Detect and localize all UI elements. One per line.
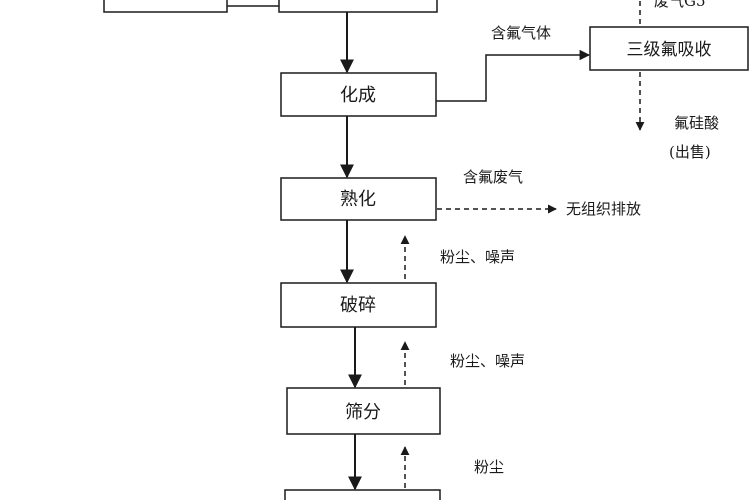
box-posui: [280, 282, 437, 328]
box-bottom-cropped: [284, 489, 441, 504]
box-posui-label: 破碎: [340, 295, 376, 316]
label-exhaust-g5: 废气G5: [654, 0, 706, 10]
box-shaifen-label: 筛分: [345, 402, 381, 423]
box-shuhua: [280, 177, 437, 221]
label-fluorine-waste-gas: 含氟废气: [463, 168, 523, 186]
top-left-box: [103, 0, 228, 13]
box-huacheng-label: 化成: [340, 85, 376, 106]
label-dust-noise-1: 粉尘、噪声: [440, 248, 515, 266]
box-shuhua-label: 熟化: [340, 189, 376, 210]
top-center-box: [278, 0, 438, 13]
label-fluorine-gas: 含氟气体: [491, 24, 551, 42]
fluorine-gas-line: [436, 49, 591, 102]
label-unorganized-emission: 无组织排放: [566, 200, 641, 218]
box-huacheng: [280, 72, 437, 117]
label-for-sale: (出售): [669, 143, 711, 161]
box-absorb-label: 三级氟吸收: [627, 40, 712, 60]
box-absorb: [589, 26, 749, 71]
label-dust: 粉尘: [474, 458, 504, 476]
label-fluorosilicic-acid: 氟硅酸: [674, 114, 719, 132]
label-dust-noise-2: 粉尘、噪声: [450, 352, 525, 370]
box-shaifen: [286, 387, 441, 435]
